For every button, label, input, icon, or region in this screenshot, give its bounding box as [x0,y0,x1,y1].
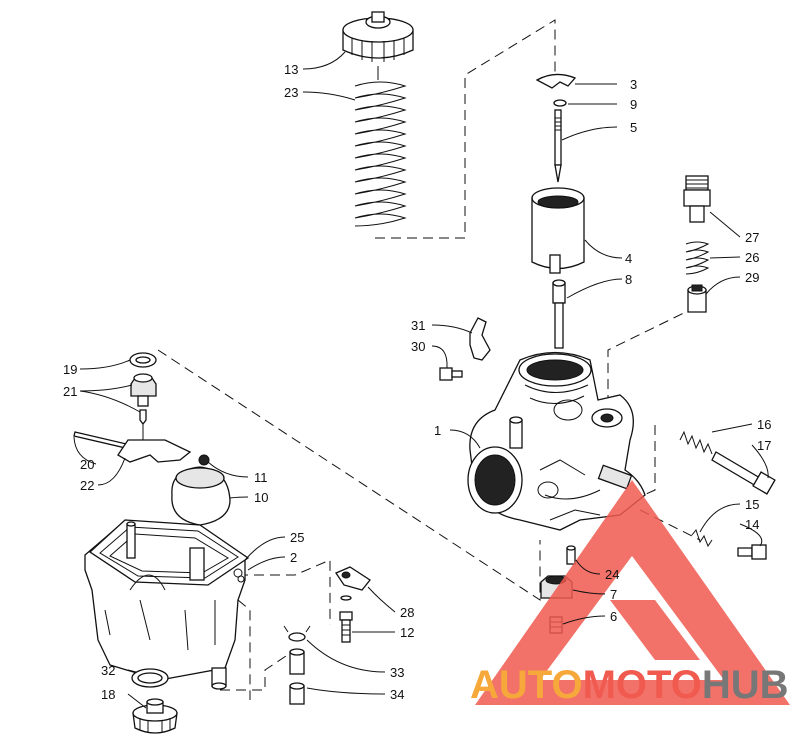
clip-3 [535,73,577,89]
callout-22: 22 [80,478,94,493]
spring-26 [685,241,710,275]
needle-5 [554,109,562,183]
callout-15: 15 [745,497,759,512]
slide-4 [531,187,585,274]
watermark-text-hub: HUB [702,663,789,707]
float-10 [171,466,231,526]
valve-seat-21 [130,373,157,426]
callout-7: 7 [610,587,617,602]
callout-24: 24 [605,567,619,582]
watermark-logo [475,480,790,705]
jet-24 [566,545,576,565]
callout-18: 18 [101,687,115,702]
adjuster-27 [683,175,711,223]
callout-20: 20 [80,457,94,472]
callout-29: 29 [745,270,759,285]
needle-11 [198,454,210,466]
needle-jet-8 [552,279,566,349]
callout-labels: 13 23 3 9 5 4 8 27 26 29 31 30 1 19 21 2… [63,62,771,702]
callout-9: 9 [630,97,637,112]
spring-15 [691,528,713,548]
callout-25: 25 [290,530,304,545]
o-ring-32 [131,668,169,688]
callout-8: 8 [625,272,632,287]
carburetor-body-1 [467,351,646,531]
callout-5: 5 [630,120,637,135]
callout-12: 12 [400,625,414,640]
screw-14 [737,544,767,560]
callout-19: 19 [63,362,77,377]
callout-32: 32 [101,663,115,678]
callout-34: 34 [390,687,404,702]
callout-23: 23 [284,85,298,100]
callout-17: 17 [757,438,771,453]
assembly-lines [157,19,701,700]
callout-11: 11 [254,470,268,485]
callout-3: 3 [630,77,637,92]
callout-27: 27 [745,230,759,245]
callout-4: 4 [625,251,632,266]
callout-6: 6 [610,609,617,624]
float-bowl-2 [84,519,250,690]
callout-26: 26 [745,250,759,265]
callout-10: 10 [254,490,268,505]
drain-plug-18 [132,698,178,734]
callout-31: 31 [411,318,425,333]
plate-28 [335,566,371,591]
cap-13 [342,11,414,80]
callout-1: 1 [434,423,441,438]
plunger-29 [687,284,707,313]
screw-17 [711,451,776,495]
callout-13: 13 [284,62,298,77]
screw-12 [339,595,353,643]
watermark-text-auto: AUTO [470,663,583,707]
hose-34 [289,648,305,705]
washer-19 [129,352,157,368]
callout-30: 30 [411,339,425,354]
callout-28: 28 [400,605,414,620]
callout-33: 33 [390,665,404,680]
clamp-33 [283,625,311,642]
spring-23 [354,81,407,227]
watermark-triangle [475,480,790,705]
callout-21: 21 [63,384,77,399]
watermark-text-moto: MOTO [583,663,702,707]
float-arm-22 [117,424,192,463]
callout-16: 16 [757,417,771,432]
ring-9 [553,99,567,107]
spring-16 [679,430,713,455]
watermark-text: AUTOMOTOHUB [470,663,789,707]
bracket-31 [469,317,491,361]
callout-14: 14 [745,517,759,532]
screw-30 [439,367,463,381]
callout-2: 2 [290,550,297,565]
callout-leaders [73,51,769,709]
